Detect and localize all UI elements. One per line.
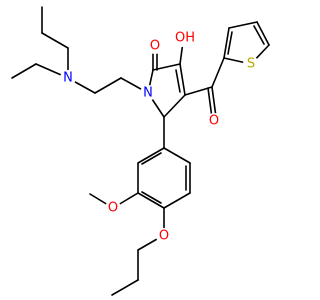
propoxy-oxygen: O [156,228,172,244]
ring-carbonyl-oxygen: O [147,38,163,54]
bond [141,152,162,165]
bond [211,86,217,118]
bond [175,69,181,93]
bond [41,32,69,49]
bond [223,27,230,59]
bond [211,57,225,88]
bond [163,147,191,164]
hydroxyl-group: OH [174,31,196,47]
bond [137,192,165,209]
amine-nitrogen-label: N [63,71,73,86]
bond [94,77,122,94]
thiophene-sulfur: S [243,56,259,72]
bond [179,63,186,96]
ring-nitrogen: N [140,85,156,101]
propoxy-oxygen-label: O [159,229,169,244]
bond [137,147,165,164]
bond [227,31,233,55]
bond [141,191,162,204]
amine-nitrogen: N [60,70,76,86]
methoxy-oxygen-label: O [108,201,118,216]
bond [207,87,213,119]
molecule-diagram: N N O OH O S O [11,6,270,296]
bond [11,63,37,79]
thiophene-sulfur-label: S [247,57,255,72]
bond [111,279,139,296]
ring-carbonyl-oxygen-label: O [150,39,160,54]
hydroxyl-label: OH [175,31,195,46]
bond [228,21,258,29]
methoxy-oxygen: O [105,200,121,216]
ring-nitrogen-label: N [143,86,153,101]
ketone-oxygen: O [206,113,222,129]
ketone-oxygen-label: O [209,114,219,129]
bond [163,192,191,209]
bond [253,25,265,45]
bond [256,21,270,46]
molecule-svg: N N O OH O S O [11,6,270,296]
atom-label-layer: N N O OH O S O [60,31,259,244]
bond [163,94,186,118]
